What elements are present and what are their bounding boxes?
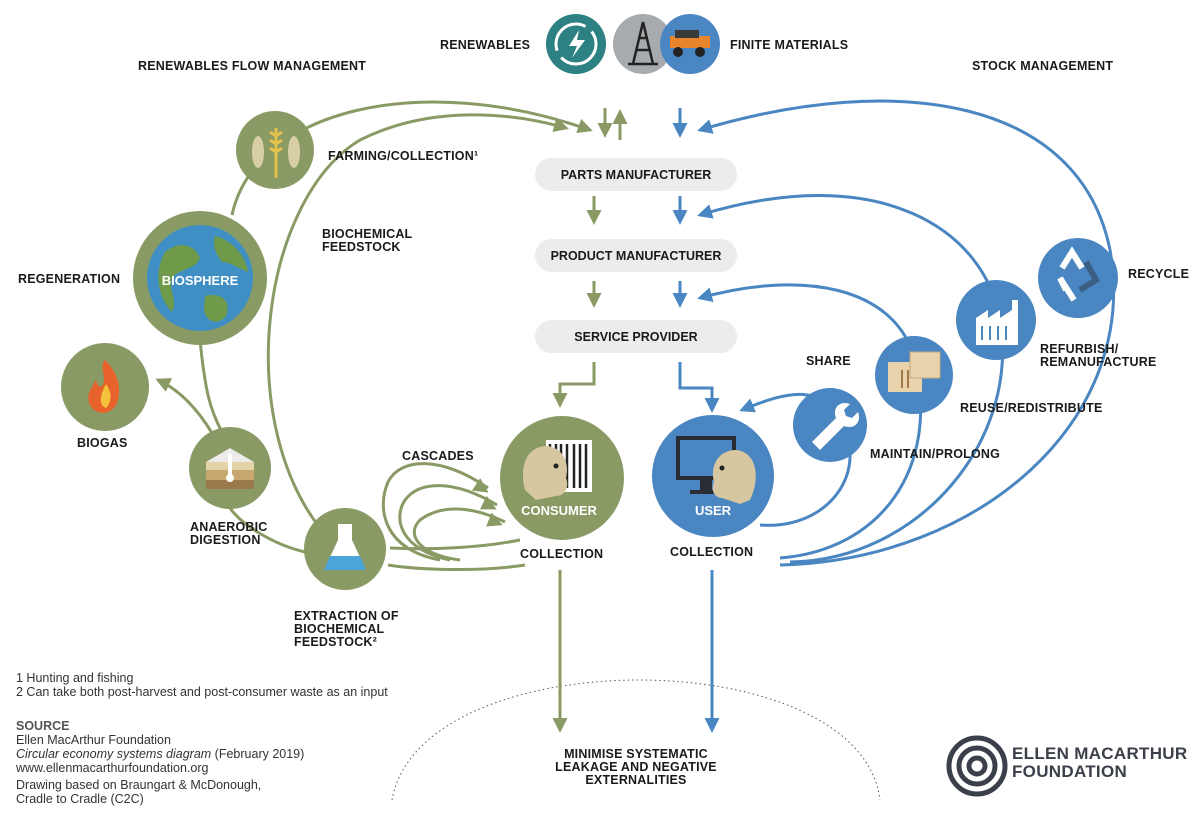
leakage-label-line2: LEAKAGE AND NEGATIVE: [555, 760, 717, 774]
footnote-2: 2 Can take both post-harvest and post-co…: [16, 685, 388, 699]
source-url[interactable]: www.ellenmacarthurfoundation.org: [16, 761, 209, 775]
biosphere-globe-icon: [133, 211, 267, 345]
anaerobic-digestion-label-line1: ANAEROBIC: [190, 520, 268, 534]
parts-manufacturer-box: PARTS MANUFACTURER: [535, 158, 737, 191]
reuse-redistribute-label: REUSE/REDISTRIBUTE: [960, 401, 1103, 415]
biogas-flame-icon: [61, 343, 149, 431]
maintain-prolong-label: MAINTAIN/PROLONG: [870, 447, 1000, 461]
extraction-label-line1: EXTRACTION OF: [294, 609, 399, 623]
renewables-flow-management-heading: RENEWABLES FLOW MANAGEMENT: [138, 59, 366, 73]
source-org: Ellen MacArthur Foundation: [16, 733, 171, 747]
regeneration-label: REGENERATION: [18, 272, 120, 286]
emf-logo-line2: FOUNDATION: [1012, 762, 1128, 781]
renewables-icon: [546, 14, 606, 74]
biochemical-feedstock-label-line2: FEEDSTOCK: [322, 240, 401, 254]
cascades-label: CASCADES: [402, 449, 474, 463]
farming-collection-label: FARMING/COLLECTION¹: [328, 149, 478, 163]
source-doc-date: (February 2019): [211, 747, 305, 761]
emf-logo: ELLEN MACARTHUR FOUNDATION: [946, 735, 1196, 799]
stock-management-heading: STOCK MANAGEMENT: [972, 59, 1113, 73]
service-provider-label: SERVICE PROVIDER: [574, 330, 697, 344]
biological-flows: [155, 100, 628, 733]
user-label: USER: [695, 503, 732, 518]
renewables-label: RENEWABLES: [440, 38, 530, 52]
source-drawing-line2: Cradle to Cradle (C2C): [16, 792, 144, 806]
biosphere-label: BIOSPHERE: [162, 273, 239, 288]
share-label: SHARE: [806, 354, 851, 368]
source-doc-title: Circular economy systems diagram: [16, 747, 212, 761]
footnote-1: 1 Hunting and fishing: [16, 671, 134, 685]
boxes-icon: [875, 336, 953, 414]
product-manufacturer-label: PRODUCT MANUFACTURER: [551, 249, 722, 263]
emf-logo-rings-icon: [946, 735, 1008, 797]
consumer-collection-label: COLLECTION: [520, 547, 603, 561]
mining-truck-icon: [660, 14, 720, 74]
refurbish-label-line2: REMANUFACTURE: [1040, 355, 1157, 369]
leakage-label-line3: EXTERNALITIES: [585, 773, 686, 787]
finite-materials-label: FINITE MATERIALS: [730, 38, 848, 52]
source-drawing-line1: Drawing based on Braungart & McDonough,: [16, 778, 262, 792]
technical-flows: [672, 99, 1116, 733]
source-title: SOURCE: [16, 719, 70, 733]
product-manufacturer-box: PRODUCT MANUFACTURER: [535, 239, 737, 272]
anaerobic-digestion-icon: [189, 427, 271, 509]
recycle-label: RECYCLE: [1128, 267, 1189, 281]
source-document: Circular economy systems diagram (Februa…: [16, 747, 304, 761]
user-collection-label: COLLECTION: [670, 545, 753, 559]
user-icon: [652, 415, 774, 537]
recycle-icon: [1038, 238, 1118, 318]
leakage-label-line1: MINIMISE SYSTEMATIC: [564, 747, 708, 761]
extraction-flask-icon: [304, 508, 386, 590]
wrench-icon: [793, 388, 867, 462]
emf-logo-line1: ELLEN MACARTHUR: [1012, 744, 1188, 763]
biogas-label: BIOGAS: [77, 436, 128, 450]
footnotes: 1 Hunting and fishing 2 Can take both po…: [16, 671, 388, 699]
extraction-label-line3: FEEDSTOCK²: [294, 635, 377, 649]
emf-logo-text: ELLEN MACARTHUR FOUNDATION: [1012, 745, 1187, 781]
consumer-label: CONSUMER: [521, 503, 597, 518]
extraction-label-line2: BIOCHEMICAL: [294, 622, 385, 636]
biochemical-feedstock-label-line1: BIOCHEMICAL: [322, 227, 413, 241]
anaerobic-digestion-label-line2: DIGESTION: [190, 533, 261, 547]
oil-derrick-icon: [613, 14, 673, 74]
parts-manufacturer-label: PARTS MANUFACTURER: [561, 168, 711, 182]
source-block: SOURCE Ellen MacArthur Foundation Circul…: [16, 719, 304, 806]
farming-icon: [236, 111, 314, 189]
consumer-icon: [500, 416, 624, 540]
factory-icon: [956, 280, 1036, 360]
refurbish-label-line1: REFURBISH/: [1040, 342, 1119, 356]
service-provider-box: SERVICE PROVIDER: [535, 320, 737, 353]
